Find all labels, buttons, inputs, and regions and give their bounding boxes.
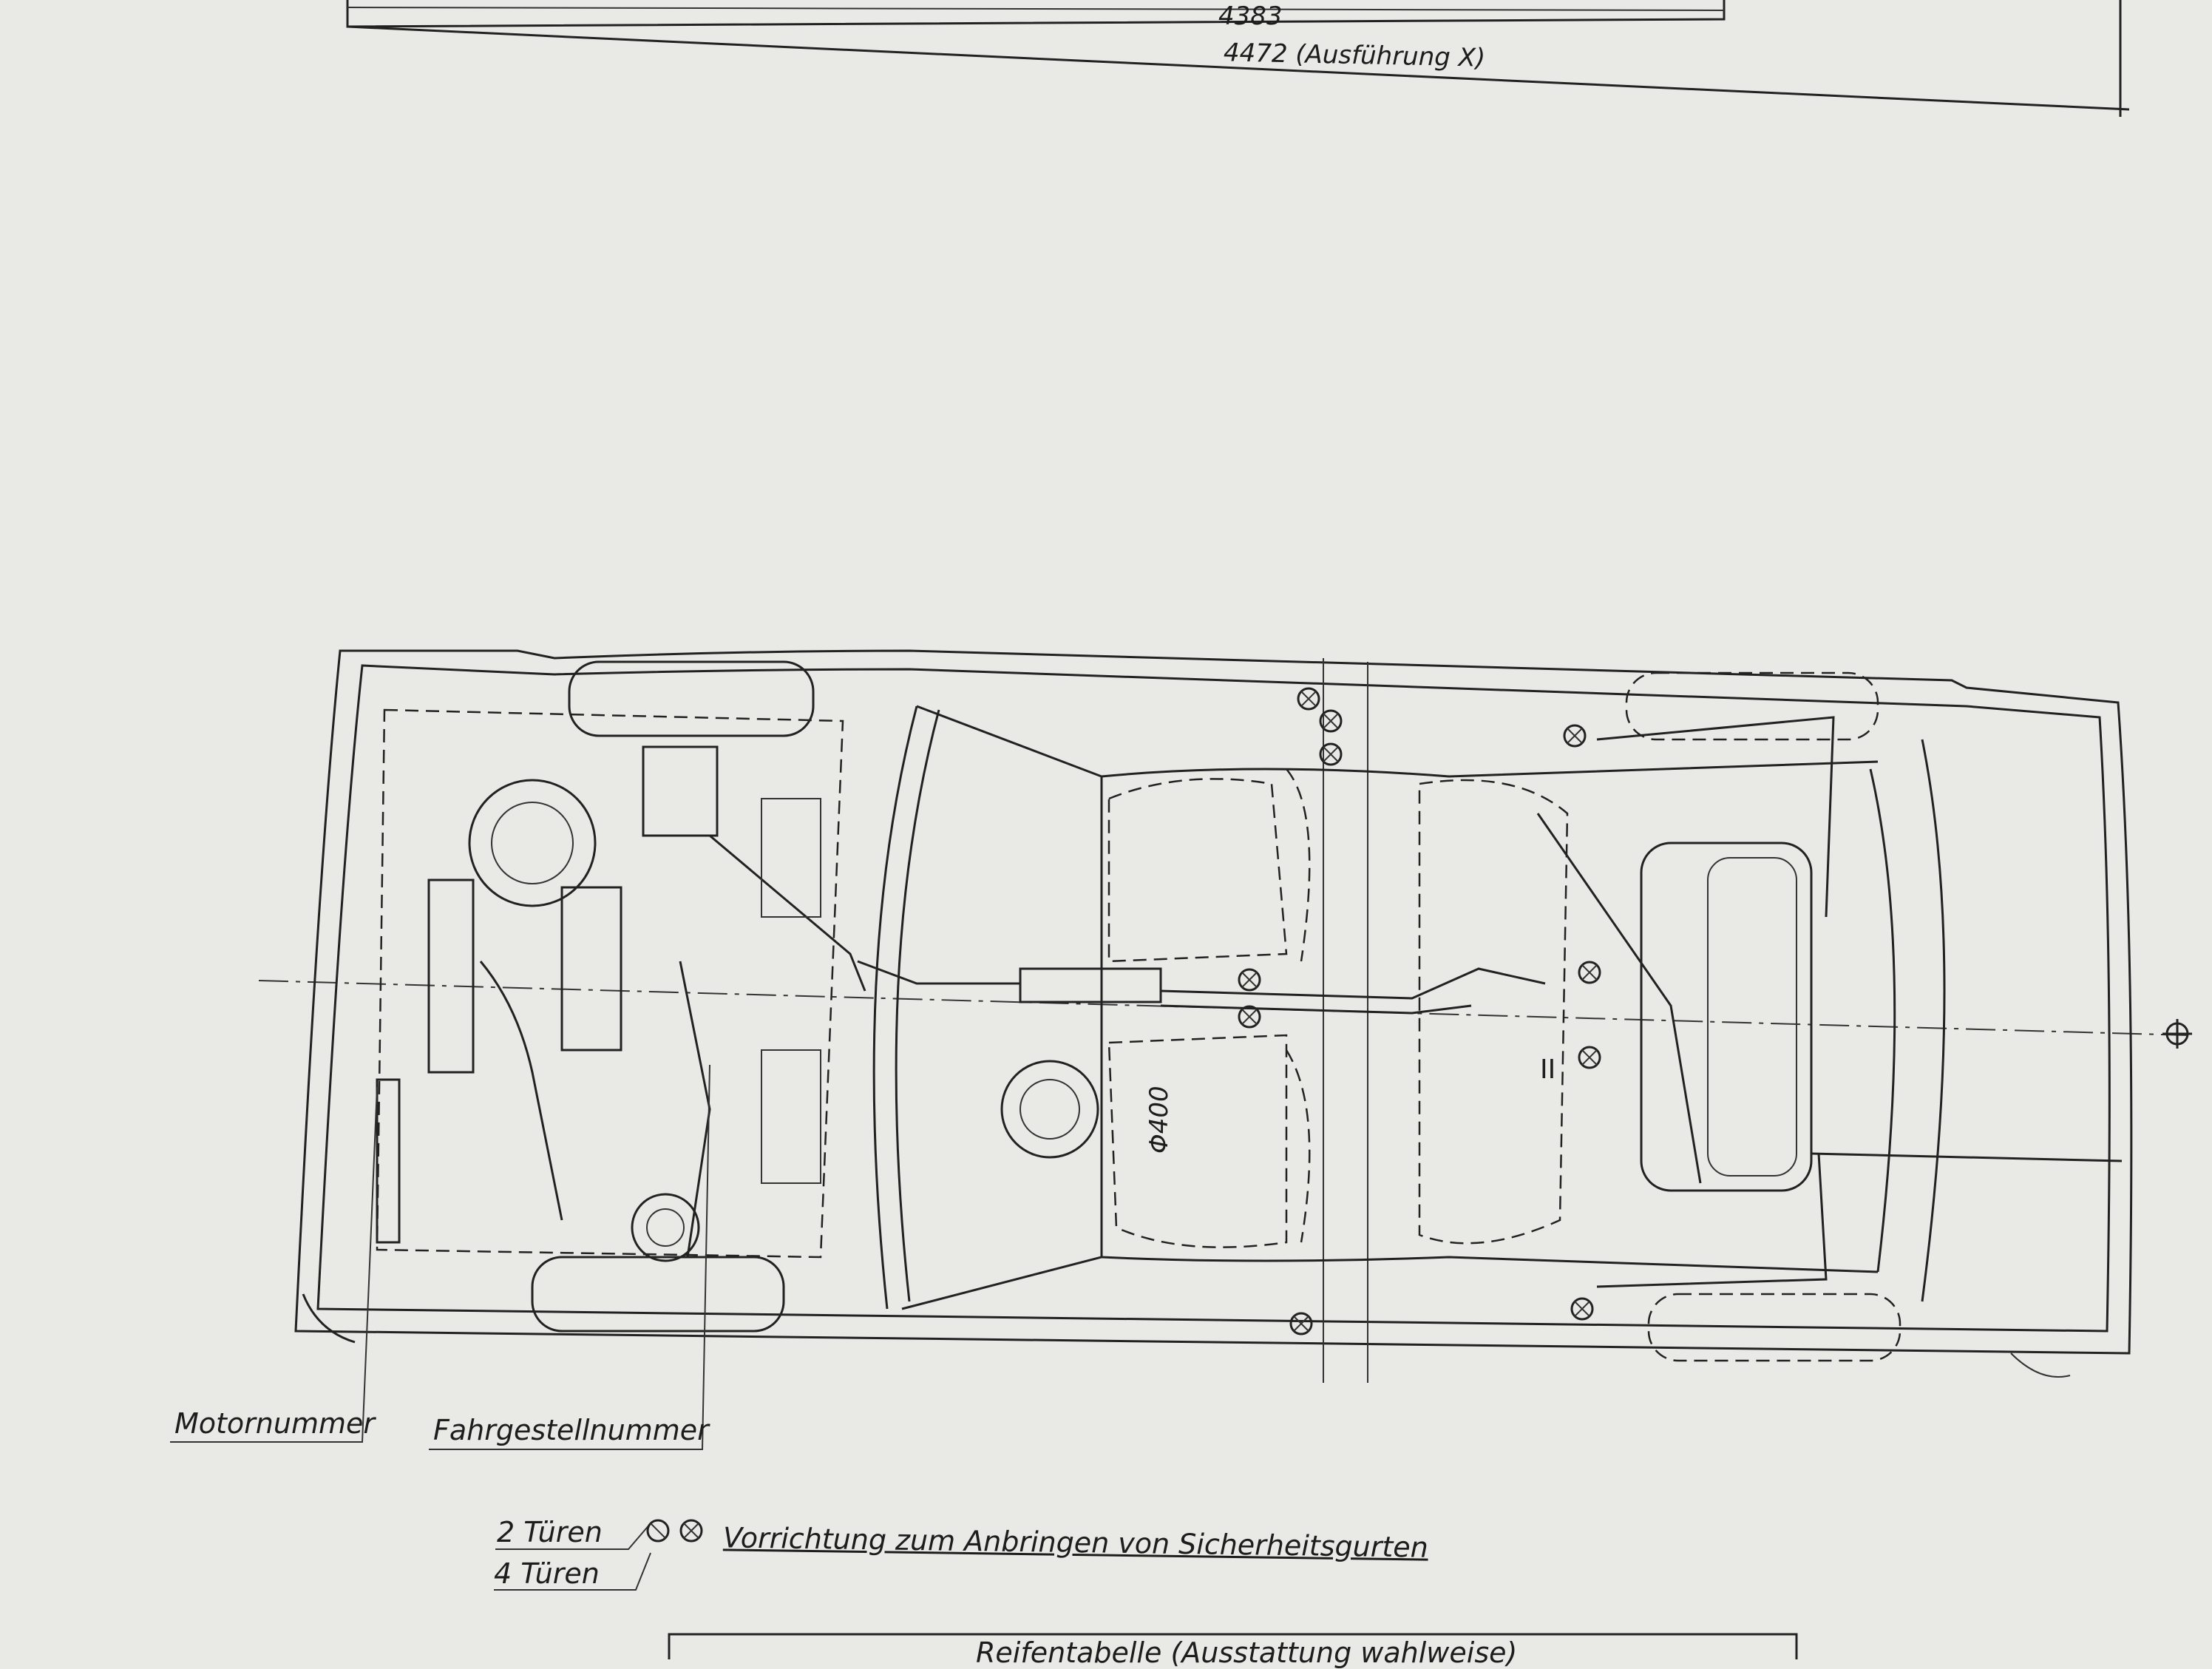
- anchor-symbol: [1297, 687, 1320, 711]
- two-doors-label: 2 Türen: [497, 1516, 603, 1548]
- axis-end-marker: [2162, 1019, 2192, 1049]
- anchor-symbol: [1319, 742, 1343, 766]
- legend-anchor-4doors: [679, 1519, 703, 1543]
- leader-lines: [170, 1064, 710, 1591]
- dimension-length-2: 4472 (Ausführung X): [1223, 38, 1486, 73]
- anchor-symbol: [1289, 1312, 1313, 1335]
- car-body-outline: [294, 649, 2133, 1383]
- engine-bay: [376, 708, 866, 1262]
- tire-table-title: Reifentabelle (Ausstattung wahlweise): [976, 1636, 1518, 1669]
- exhaust-system: [857, 960, 1546, 1159]
- dimension-frame: [346, 0, 2130, 117]
- wheels: [531, 660, 1901, 1362]
- tire-table-frame: [668, 1633, 1798, 1669]
- seatbelt-anchors: [1238, 687, 1601, 1335]
- anchor-symbol: [1563, 724, 1587, 748]
- anchor-symbol: [1578, 961, 1601, 984]
- anchor-symbol: [1238, 1005, 1261, 1029]
- dimension-length-1: 4383: [1218, 1, 1283, 31]
- motor-number-label: Motornummer: [174, 1407, 376, 1440]
- rear-axle-and-tank: [1536, 716, 2123, 1302]
- anchor-symbol: [1570, 1297, 1594, 1321]
- cabin: [872, 705, 1879, 1310]
- anchor-symbol: [1319, 709, 1343, 733]
- roman-marker-label: II: [1540, 1054, 1556, 1085]
- four-doors-label: 4 Türen: [494, 1557, 600, 1590]
- chassis-number-label: Fahrgestellnummer: [433, 1414, 709, 1446]
- anchor-symbol: [1238, 968, 1261, 992]
- diameter-label: Φ400: [1144, 1086, 1174, 1154]
- anchor-symbol: [1578, 1046, 1601, 1069]
- legend-anchor-2doors: [646, 1519, 670, 1543]
